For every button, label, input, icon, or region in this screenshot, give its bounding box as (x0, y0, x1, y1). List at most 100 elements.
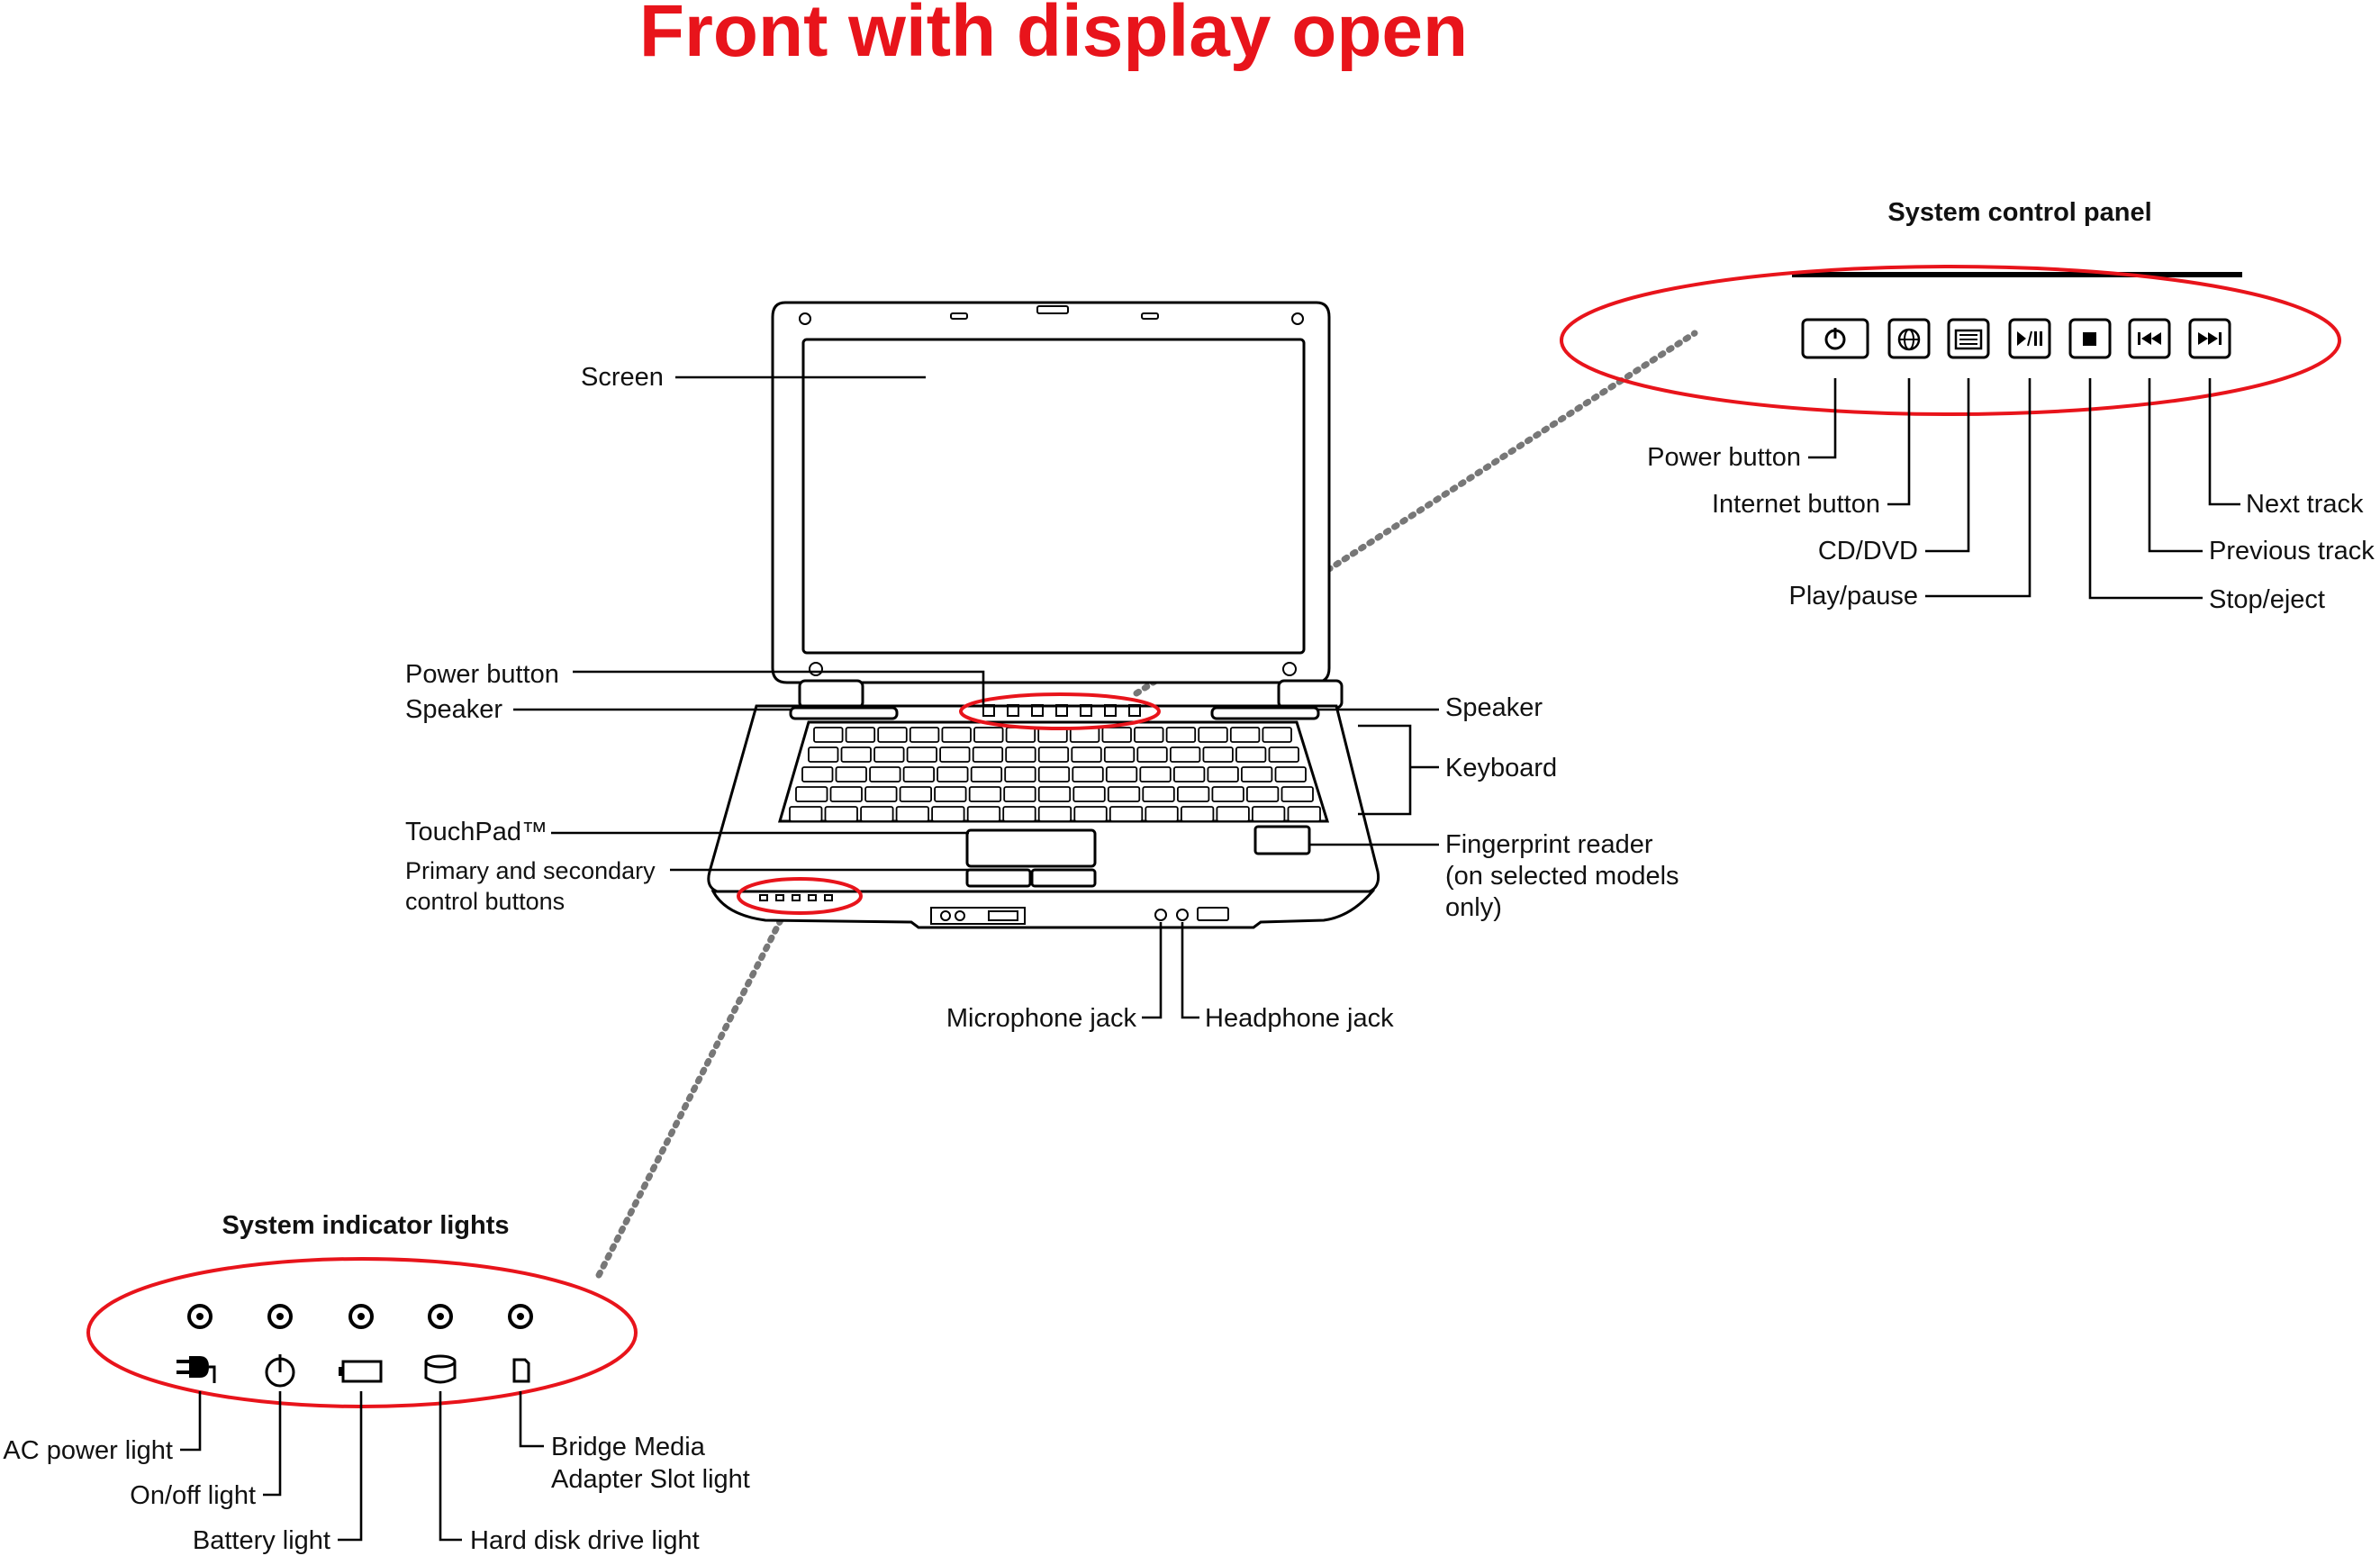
keyboard-key (906, 746, 937, 763)
keyboard-key (864, 786, 898, 802)
keyboard-key (902, 766, 935, 783)
screen-label: Screen (581, 363, 664, 392)
scp-play-pause-label: Play/pause (1789, 582, 1919, 611)
power-icon (265, 1354, 295, 1388)
keyboard-key (966, 806, 1001, 822)
fingerprint-label-line3: only) (1445, 893, 1502, 922)
system-indicator-lights: System indicator lights (3, 1211, 749, 1555)
keyboard-label: Keyboard (1445, 754, 1557, 783)
ac-plug-icon (176, 1356, 216, 1383)
keyboard-key (1037, 746, 1070, 763)
keyboard-key (801, 766, 834, 783)
keyboard-key (1004, 766, 1036, 783)
power-icon (1824, 328, 1846, 350)
keyboard-key (1142, 786, 1175, 802)
keyboard-key (1202, 746, 1234, 763)
cd-dvd-key (1947, 318, 1990, 359)
keyboard-key (909, 727, 940, 743)
battery-light-label: Battery light (193, 1526, 330, 1555)
keyboard-key (1145, 806, 1179, 822)
keyboard-key (973, 727, 1004, 743)
keyboard-key (1177, 786, 1210, 802)
keyboard-key (1139, 766, 1172, 783)
fingerprint-label-line2: (on selected models (1445, 862, 1679, 891)
internet-button-key (1887, 318, 1931, 359)
headphone-jack (1176, 909, 1189, 921)
volume-dial (1197, 907, 1229, 921)
right-speaker-grille (1210, 706, 1320, 720)
control-panel-ellipse (1560, 265, 2341, 416)
keyboard-key (1037, 786, 1072, 802)
keyboard-key (1136, 746, 1168, 763)
keyboard-key (939, 746, 971, 763)
play-pause-icon (2017, 330, 2042, 347)
fingerprint-reader (1253, 825, 1311, 855)
keyboard-key (1101, 727, 1132, 743)
indicator-lights-ellipse (86, 1257, 638, 1408)
indicator-lights-highlight (737, 877, 863, 915)
stop-icon (2083, 332, 2096, 346)
keyboard-key (1072, 786, 1106, 802)
touchpad (965, 828, 1097, 868)
keyboard-key (824, 806, 858, 822)
keyboard-key (1109, 806, 1144, 822)
power-button-key (1801, 318, 1869, 359)
keyboard-key (1173, 766, 1206, 783)
control-panel-heading: System control panel (1887, 198, 2151, 227)
keyboard-key (813, 727, 844, 743)
keyboard-key (1072, 766, 1104, 783)
memory-card-icon (512, 1358, 530, 1383)
system-control-panel: System control panel (1560, 198, 2375, 614)
keyboard-key (873, 746, 905, 763)
keyboard-key (1216, 806, 1250, 822)
scp-next-track-label: Next track (2246, 490, 2364, 519)
power-button-label: Power button (405, 660, 559, 689)
keyboard-key (789, 806, 823, 822)
internet-icon (1897, 328, 1921, 351)
battery-icon (339, 1360, 383, 1383)
keyboard-key (1229, 727, 1261, 743)
keyboard-key (1274, 766, 1307, 783)
control-buttons-label-line1: Primary and secondary (405, 857, 656, 884)
keyboard-key (869, 766, 901, 783)
keyboard-key (829, 786, 863, 802)
speaker-right-label: Speaker (1445, 693, 1543, 722)
bridge-media-label-line2: Adapter Slot light (551, 1465, 750, 1494)
keyboard-key (1073, 806, 1108, 822)
fingerprint-label-line1: Fingerprint reader (1445, 830, 1653, 859)
keyboard-key (1181, 806, 1215, 822)
keyboard-key (795, 786, 828, 802)
keyboard-key (1071, 746, 1102, 763)
scp-cd-dvd-label: CD/DVD (1818, 537, 1918, 565)
ac-power-light-label: AC power light (3, 1436, 173, 1465)
keyboard-key (1005, 746, 1036, 763)
speaker-left-label: Speaker (405, 695, 502, 724)
keyboard-key (1103, 746, 1136, 763)
keyboard-key (1287, 806, 1321, 822)
keyboard-key (1107, 786, 1141, 802)
hard-disk-icon (424, 1354, 457, 1384)
left-speaker-grille (789, 706, 899, 720)
keyboard-key (1170, 746, 1201, 763)
base-front (710, 890, 1376, 929)
keyboard-key (1002, 806, 1036, 822)
microphone-jack (1154, 909, 1167, 921)
keyboard-key (1262, 727, 1292, 743)
keyboard-key (1280, 786, 1314, 802)
headphone-jack-label: Headphone jack (1205, 1004, 1394, 1033)
page-title: Front with display open (639, 0, 1468, 72)
front-indicator-lights (759, 894, 833, 901)
keyboard-key (808, 746, 839, 763)
control-buttons-label-line2: control buttons (405, 888, 565, 915)
primary-control-button (965, 868, 1032, 888)
keyboard-key (1005, 727, 1036, 743)
keyboard-key (970, 766, 1003, 783)
keyboard-key (1198, 727, 1228, 743)
keyboard-key (1252, 806, 1286, 822)
scp-stop-eject-label: Stop/eject (2209, 585, 2325, 614)
keyboard-key (1134, 727, 1164, 743)
indicator-lamps (187, 1304, 533, 1329)
keyboard-key (1235, 746, 1267, 763)
keyboard-key (937, 766, 969, 783)
